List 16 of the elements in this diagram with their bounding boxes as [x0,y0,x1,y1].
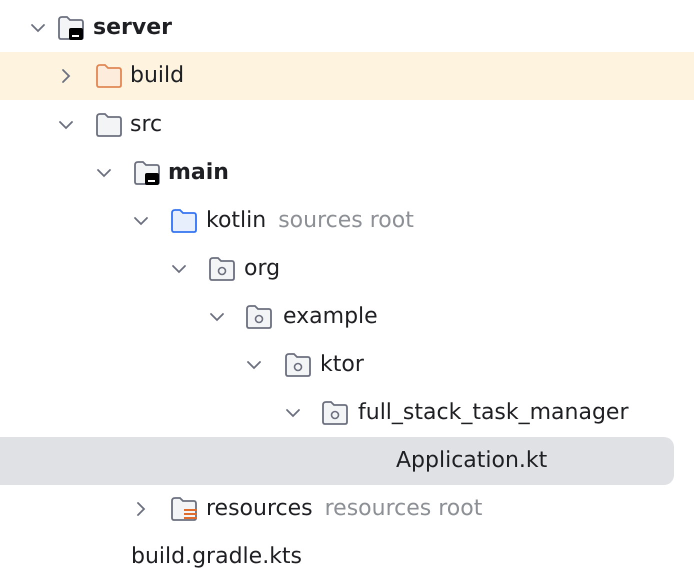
folder-name: build [130,62,184,90]
folder-name: example [283,303,378,331]
folder-name: ktor [320,351,364,379]
file-name: Application.kt [396,447,548,475]
folder-name: server [93,14,172,42]
file-name: build.gradle.kts [131,543,302,571]
folder-name: resources [206,495,313,523]
selected-row [0,52,694,100]
selected-row [0,437,674,485]
folder-name: main [168,159,229,187]
root-type-label: resources root [324,495,482,523]
folder-name: full_stack_task_manager [358,399,629,427]
root-type-label: sources root [278,207,414,235]
folder-name: src [130,111,162,139]
folder-name: kotlin [206,207,266,235]
folder-name: org [244,255,280,283]
